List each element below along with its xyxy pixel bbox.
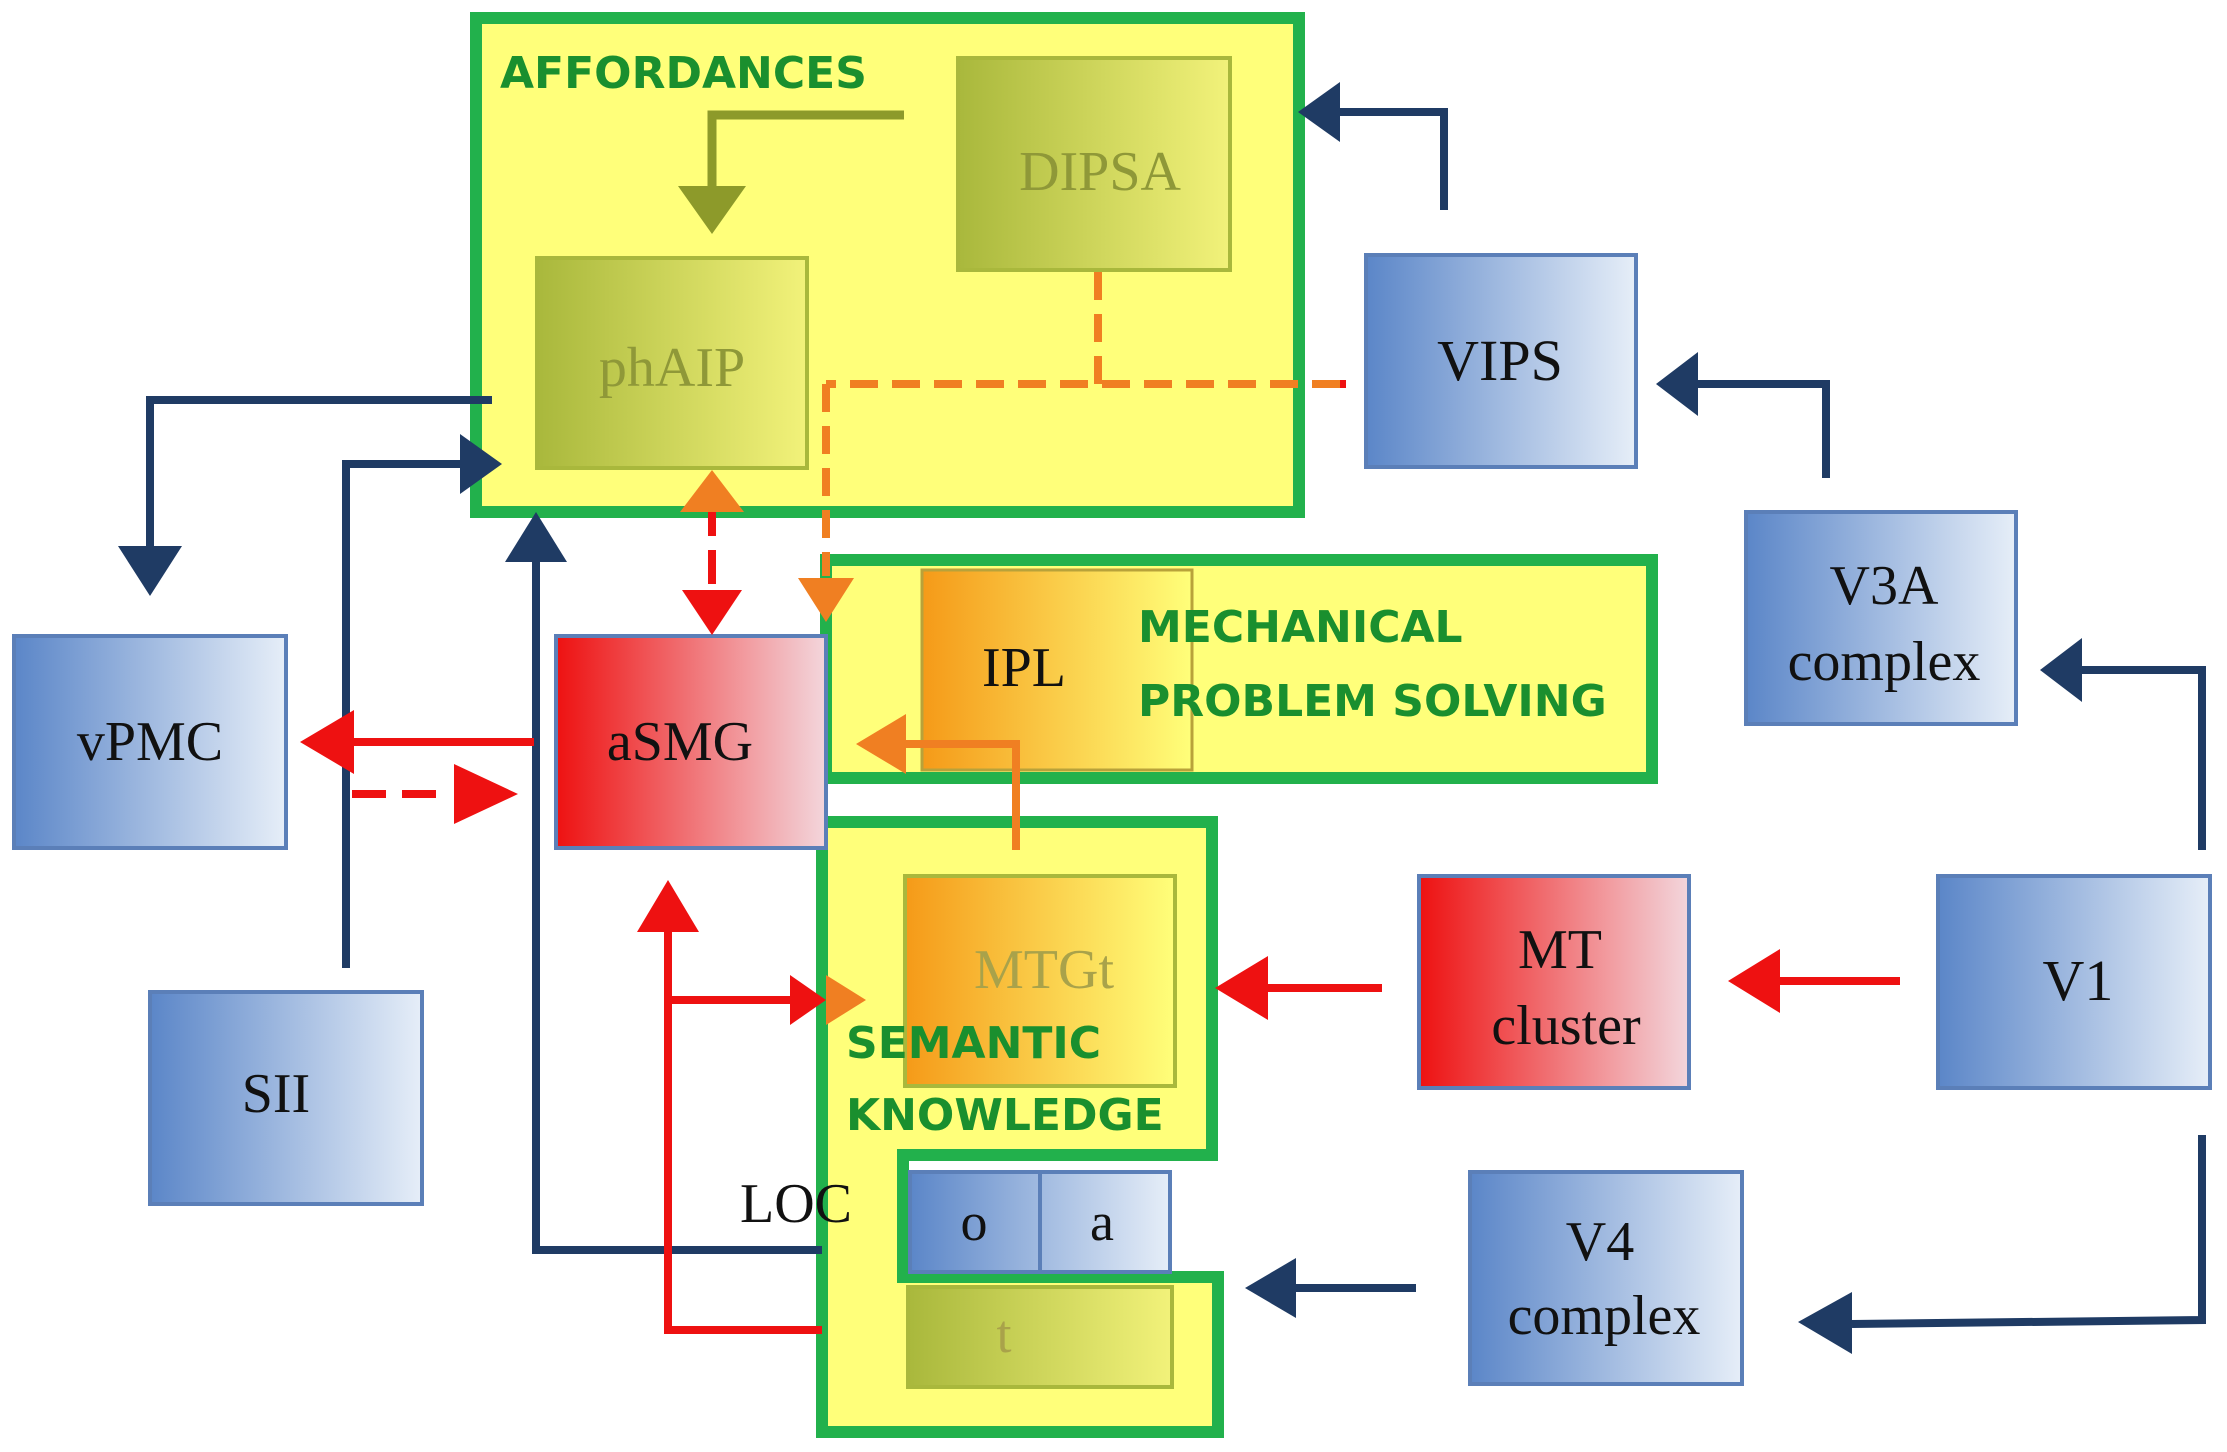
arrowhead xyxy=(118,546,182,596)
mtgt-to-ipl-line xyxy=(906,740,1020,850)
arrowhead xyxy=(454,764,518,824)
mtgt-box xyxy=(903,874,1177,1088)
vpmc-label: vPMC xyxy=(77,711,223,773)
phaip-label: phAIP xyxy=(599,337,745,399)
v4-label-line2: complex xyxy=(1508,1285,1701,1347)
phaip-up-head xyxy=(680,470,744,560)
v3a-complex-box xyxy=(1744,510,2018,726)
problem-solving-label: PROBLEM SOLVING xyxy=(1138,676,1607,727)
arrowhead xyxy=(505,512,567,562)
dipsa-label: DIPSA xyxy=(1019,141,1181,203)
loc-label: LOC xyxy=(740,1173,852,1235)
vips-to-dipsa-line xyxy=(1322,108,1448,210)
loc-t-box xyxy=(906,1285,1174,1389)
sii-label: SII xyxy=(242,1063,310,1125)
arrowhead xyxy=(856,714,906,774)
loc-o-label: o xyxy=(961,1192,988,1252)
arrowhead xyxy=(1728,949,1780,1013)
sii-to-affordances-line xyxy=(342,460,462,968)
dipsa-to-phaip-arrowhead xyxy=(678,186,746,234)
asmg-label: aSMG xyxy=(607,711,753,773)
vpmc-box xyxy=(12,634,288,850)
v1-to-v4-line xyxy=(1851,1135,2206,1328)
arrowhead xyxy=(682,590,742,635)
asmg-box xyxy=(554,634,828,850)
arrowhead xyxy=(637,880,699,932)
phaip-box xyxy=(535,256,809,470)
arrowhead xyxy=(300,710,354,774)
semantic-label: SEMANTIC xyxy=(846,1018,1101,1069)
ipl-label: IPL xyxy=(982,637,1066,699)
vips-label: VIPS xyxy=(1437,328,1563,393)
mt-label-line2: cluster xyxy=(1491,995,1641,1057)
loc-to-affordances-line xyxy=(532,560,822,1254)
ventral-arrowheads xyxy=(300,590,1780,1020)
dashed-connections xyxy=(822,272,1340,850)
v4-complex-box xyxy=(1468,1170,1744,1386)
affordances-to-vpmc-line xyxy=(146,396,492,548)
ipl-box xyxy=(920,568,1194,772)
arrowhead xyxy=(1298,82,1340,142)
knowledge-label: KNOWLEDGE xyxy=(846,1090,1164,1141)
arrowhead xyxy=(798,578,854,622)
loc-to-asmg-line xyxy=(664,930,822,1334)
dashed-arrowheads xyxy=(798,578,906,774)
dipsa-box xyxy=(956,56,1232,272)
mt-label-line1: MT xyxy=(1518,919,1602,981)
dorsal-connections xyxy=(146,108,2206,1328)
affordances-label: AFFORDANCES xyxy=(500,48,867,99)
arrowhead xyxy=(2040,638,2082,702)
dipsa-to-phaip-line xyxy=(707,110,904,190)
arrowhead xyxy=(460,434,502,494)
ventral-connections xyxy=(352,560,1900,1334)
loc-t-label: t xyxy=(996,1304,1011,1364)
arrowhead xyxy=(1215,956,1268,1020)
arrowhead xyxy=(1245,1258,1296,1318)
dorsal-arrowheads xyxy=(118,82,2082,1354)
asmg-mtgt-head xyxy=(790,975,866,1025)
mechanical-label: MECHANICAL xyxy=(1138,602,1463,653)
arrowhead xyxy=(1798,1292,1852,1354)
v3a-to-vips-line xyxy=(1698,380,1830,478)
arrowhead xyxy=(1656,352,1698,416)
mtgt-label: MTGt xyxy=(974,939,1114,1001)
vips-box xyxy=(1364,253,1638,469)
mt-cluster-box xyxy=(1417,874,1691,1090)
v1-to-v3a-line xyxy=(2080,666,2206,850)
v3a-label-line1: V3A xyxy=(1830,555,1939,617)
v4-label-line1: V4 xyxy=(1566,1211,1634,1273)
v1-box xyxy=(1936,874,2212,1090)
loc-a-label: a xyxy=(1090,1192,1114,1252)
v1-label: V1 xyxy=(2043,948,2114,1013)
v3a-label-line2: complex xyxy=(1788,631,1981,693)
sii-box xyxy=(148,990,424,1206)
